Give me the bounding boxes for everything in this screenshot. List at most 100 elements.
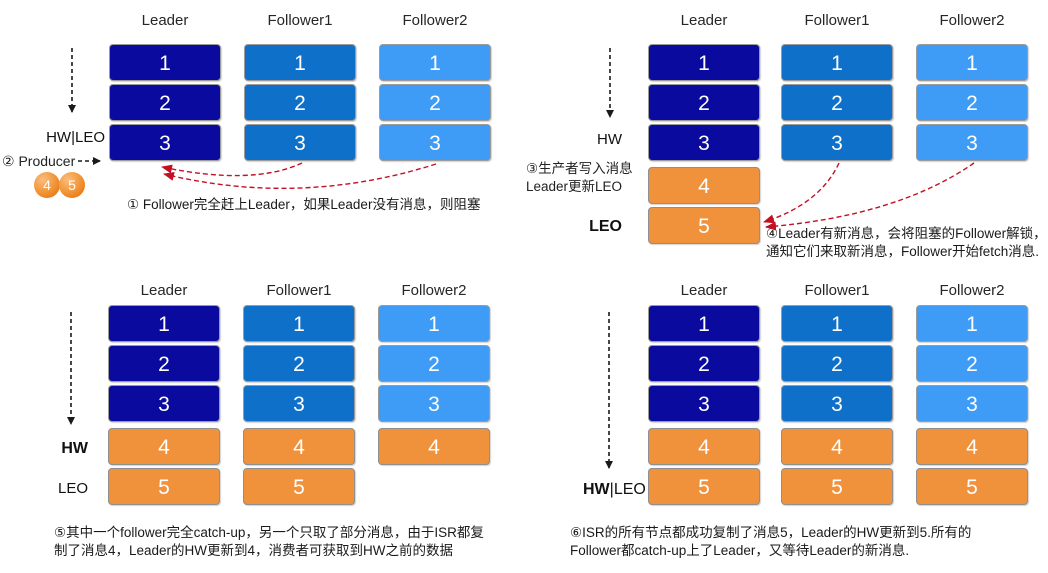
message-box-4: 4 <box>648 428 760 465</box>
leo-label: LEO <box>589 218 622 235</box>
message-box-4: 4 <box>378 428 490 465</box>
note-line-1: ③生产者写入消息 <box>526 161 633 176</box>
message-box-2: 2 <box>781 84 893 121</box>
message-box-3: 3 <box>243 385 355 422</box>
message-box-2: 2 <box>109 84 221 121</box>
message-box-1: 1 <box>108 305 220 342</box>
leader-header: Leader <box>680 282 728 299</box>
message-box-5: 5 <box>243 468 355 505</box>
producer-write-note: ③生产者写入消息 Leader更新LEO <box>526 160 633 196</box>
message-box-3: 3 <box>378 385 490 422</box>
leader-header: Leader <box>141 12 189 29</box>
message-box-4: 4 <box>648 167 760 204</box>
message-box-1: 1 <box>648 305 760 342</box>
producer-message-badge-5: 5 <box>59 172 85 198</box>
message-box-3: 3 <box>781 124 893 161</box>
message-box-3: 3 <box>109 124 221 161</box>
follower1-header: Follower1 <box>804 12 870 29</box>
message-box-2: 2 <box>378 345 490 382</box>
message-box-4: 4 <box>916 428 1028 465</box>
message-box-1: 1 <box>378 305 490 342</box>
message-box-5: 5 <box>108 468 220 505</box>
follower2-fetch-arrow <box>163 163 437 189</box>
caption-line-2: 制了消息4，Leader的HW更新到4，消费者可获取到HW之前的数据 <box>54 543 454 558</box>
message-box-3: 3 <box>781 385 893 422</box>
message-box-4: 4 <box>243 428 355 465</box>
caption-line-2: Follower都catch-up上了Leader，又等待Leader的新消息. <box>570 543 910 558</box>
follower1-fetch-arrow <box>161 162 303 177</box>
message-box-3: 3 <box>648 124 760 161</box>
hw-label-bold: HW <box>583 481 610 498</box>
message-box-2: 2 <box>648 345 760 382</box>
leader-header: Leader <box>140 282 188 299</box>
message-box-1: 1 <box>379 44 491 81</box>
message-box-4: 4 <box>108 428 220 465</box>
step1-caption: ① Follower完全赶上Leader，如果Leader没有消息，则阻塞 <box>127 197 481 212</box>
message-box-2: 2 <box>243 345 355 382</box>
message-box-1: 1 <box>648 44 760 81</box>
message-box-1: 1 <box>916 305 1028 342</box>
producer-message-badge-4: 4 <box>34 172 60 198</box>
message-box-2: 2 <box>916 345 1028 382</box>
hw-leo-label: HW|LEO <box>583 481 646 499</box>
message-box-2: 2 <box>648 84 760 121</box>
follower1-header: Follower1 <box>267 12 333 29</box>
message-box-5: 5 <box>916 468 1028 505</box>
follower2-fetch-arrow <box>765 162 975 231</box>
leo-label-rest: |LEO <box>609 481 646 498</box>
message-box-1: 1 <box>781 44 893 81</box>
message-box-4: 4 <box>781 428 893 465</box>
message-box-3: 3 <box>916 385 1028 422</box>
follower2-header: Follower2 <box>939 282 1005 299</box>
follower1-header: Follower1 <box>804 282 870 299</box>
hw-leo-label: HW|LEO <box>46 129 105 146</box>
step4-caption: ④Leader有新消息，会将阻塞的Follower解锁， 通知它们来取新消息，F… <box>766 225 1047 261</box>
message-box-2: 2 <box>916 84 1028 121</box>
message-box-3: 3 <box>244 124 356 161</box>
hw-label: HW <box>597 131 622 148</box>
follower1-fetch-arrow <box>763 162 840 224</box>
message-box-2: 2 <box>244 84 356 121</box>
producer-label: ② Producer <box>2 153 76 169</box>
message-box-3: 3 <box>916 124 1028 161</box>
follower2-header: Follower2 <box>939 12 1005 29</box>
hw-label: HW <box>61 440 88 457</box>
message-box-2: 2 <box>379 84 491 121</box>
message-box-5: 5 <box>648 207 760 244</box>
note-line-2: Leader更新LEO <box>526 179 623 194</box>
follower1-header: Follower1 <box>266 282 332 299</box>
message-box-3: 3 <box>108 385 220 422</box>
caption-line-1: ④Leader有新消息，会将阻塞的Follower解锁， <box>766 226 1047 241</box>
message-box-3: 3 <box>648 385 760 422</box>
caption-line-2: 通知它们来取新消息，Follower开始fetch消息. <box>766 244 1040 259</box>
message-box-1: 1 <box>109 44 221 81</box>
step5-caption: ⑤其中一个follower完全catch-up，另一个只取了部分消息，由于ISR… <box>54 524 484 560</box>
message-box-1: 1 <box>243 305 355 342</box>
message-box-2: 2 <box>781 345 893 382</box>
leader-header: Leader <box>680 12 728 29</box>
message-box-1: 1 <box>244 44 356 81</box>
message-box-2: 2 <box>108 345 220 382</box>
message-box-1: 1 <box>781 305 893 342</box>
caption-line-1: ⑤其中一个follower完全catch-up，另一个只取了部分消息，由于ISR… <box>54 525 484 540</box>
message-box-5: 5 <box>648 468 760 505</box>
caption-line-1: ⑥ISR的所有节点都成功复制了消息5，Leader的HW更新到5.所有的 <box>570 525 972 540</box>
message-box-3: 3 <box>379 124 491 161</box>
